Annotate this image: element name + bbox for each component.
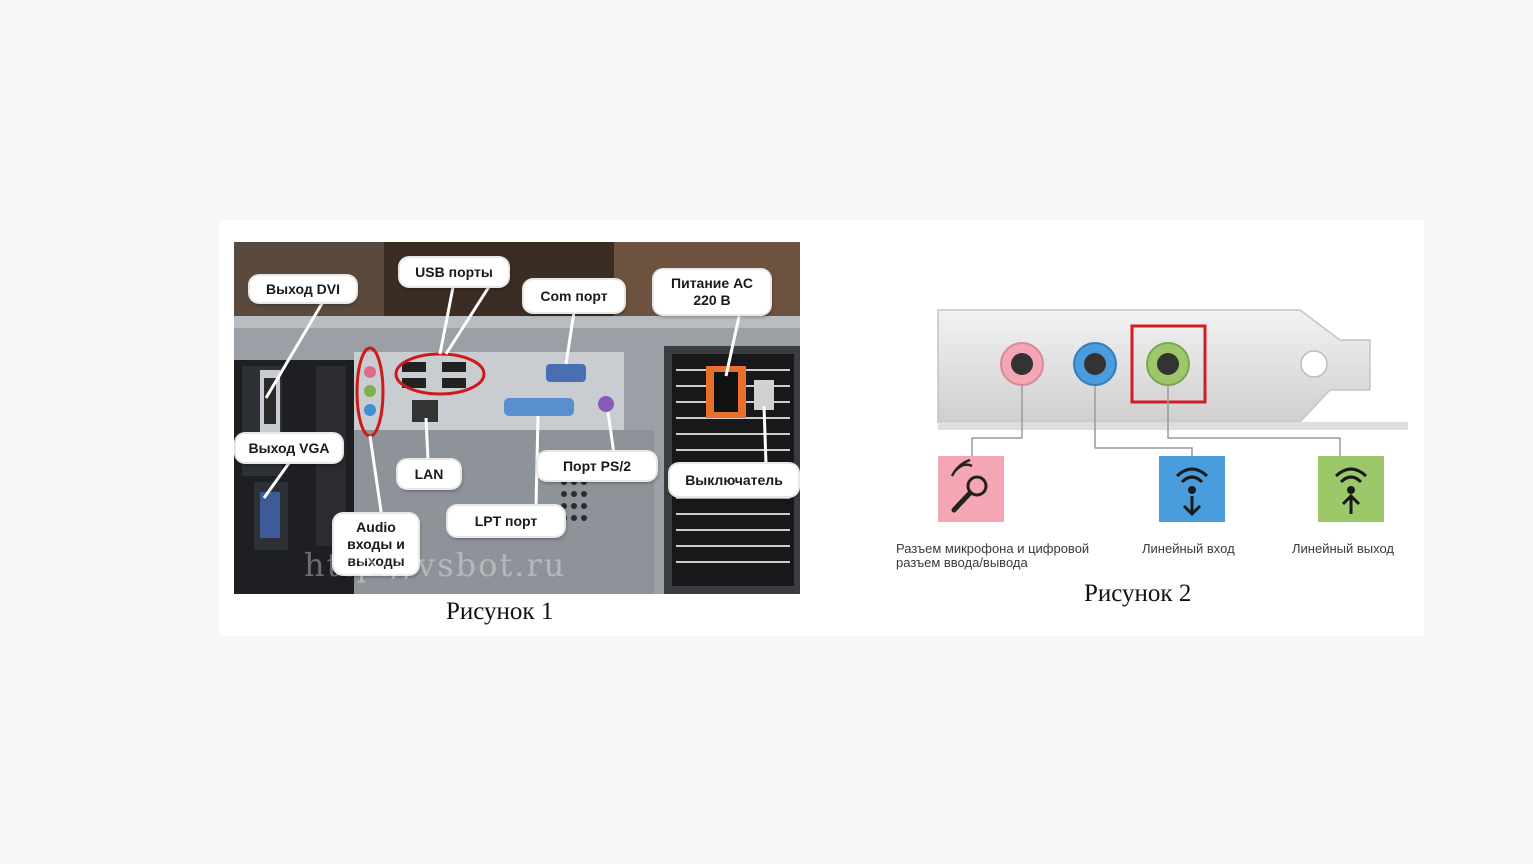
ps2-port: [598, 396, 614, 412]
pc-rear-panel-photo: Выход DVI USB порты Com порт Питание АС …: [234, 242, 800, 594]
callout-audio-label-3: выходы: [347, 552, 405, 569]
callout-audio-label-2: входы и: [347, 535, 405, 552]
line-in-icon: [1159, 456, 1225, 522]
callout-lan: LAN: [398, 460, 460, 488]
callout-switch: Выключатель: [670, 464, 798, 496]
mounting-hole: [1300, 350, 1328, 378]
callout-audio-label-1: Audio: [356, 518, 396, 535]
audio-blue-jack: [364, 404, 376, 416]
callout-dvi: Выход DVI: [250, 276, 356, 302]
jack-label-line-out: Линейный выход: [1292, 541, 1394, 556]
callout-dvi-label: Выход DVI: [266, 280, 340, 297]
callout-power-label-2: 220 В: [693, 292, 731, 308]
callout-com-label: Com порт: [540, 287, 608, 304]
jack-label-mic-line2: разъем ввода/вывода: [896, 555, 1028, 570]
microphone-icon: [938, 456, 1004, 522]
sound-card-bracket-diagram: Разъем микрофона и цифровой разъем ввода…: [896, 300, 1420, 590]
psu-switch: [754, 380, 774, 410]
callout-usb: USB порты: [400, 258, 508, 286]
callout-power: Питание АС 220 В: [654, 270, 770, 314]
watermark: http://vsbot.ru: [304, 546, 567, 584]
callout-vga: Выход VGA: [236, 434, 342, 462]
callout-power-label-1: Питание АС: [671, 275, 753, 291]
sound-card-drawing: [937, 309, 1408, 522]
callout-usb-label: USB порты: [415, 263, 493, 280]
jack-label-mic-line1: Разъем микрофона и цифровой: [896, 541, 1090, 556]
callout-com: Com порт: [524, 280, 624, 312]
vga-connector: [260, 492, 280, 538]
audio-pink-jack: [364, 366, 376, 378]
callout-lpt-label: LPT порт: [474, 512, 538, 529]
jack-line-in: [1073, 342, 1117, 386]
callout-lan-label: LAN: [414, 465, 444, 482]
lan-port: [412, 400, 438, 422]
line-out-icon: [1318, 456, 1384, 522]
callout-vga-label: Выход VGA: [248, 439, 330, 456]
jack-line-out: [1146, 342, 1190, 386]
jack-label-mic: Разъем микрофона и цифровой разъем ввода…: [896, 542, 1089, 570]
figure2-caption: Рисунок 2: [1084, 580, 1192, 607]
figure1-caption: Рисунок 1: [446, 598, 554, 625]
callout-ps2-label: Порт PS/2: [562, 457, 632, 474]
callout-switch-label: Выключатель: [685, 471, 783, 488]
callout-ps2: Порт PS/2: [538, 452, 656, 480]
jack-mic: [1000, 342, 1044, 386]
callout-lpt: LPT порт: [448, 506, 564, 536]
lpt-port: [504, 398, 574, 416]
callout-audio: Audio входы и выходы: [334, 514, 418, 574]
audio-green-jack: [364, 385, 376, 397]
com-port: [546, 364, 586, 382]
jack-label-line-in: Линейный вход: [1142, 541, 1235, 556]
